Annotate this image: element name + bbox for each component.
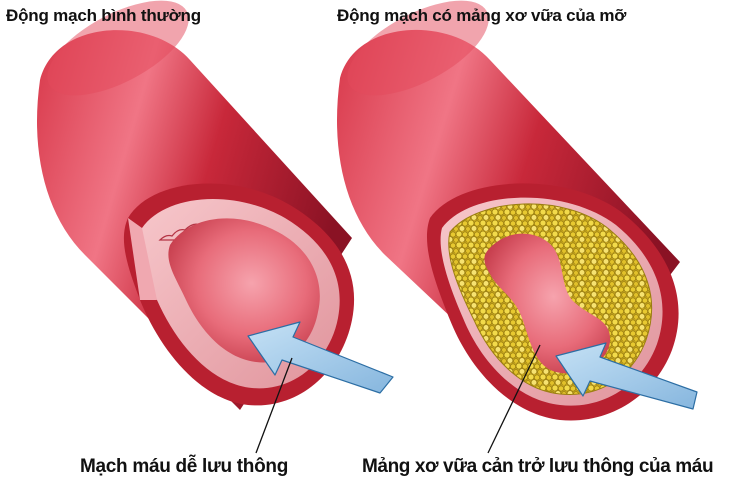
normal-artery-caption: Mạch máu dễ lưu thông bbox=[80, 456, 288, 478]
plaque-artery-title: Động mạch có mảng xơ vữa của mỡ bbox=[337, 6, 626, 26]
normal-artery bbox=[33, 0, 393, 453]
plaque-artery bbox=[333, 0, 697, 453]
plaque-artery-caption: Mảng xơ vữa cản trở lưu thông của máu bbox=[362, 456, 713, 478]
normal-artery-title: Động mạch bình thường bbox=[6, 6, 201, 26]
